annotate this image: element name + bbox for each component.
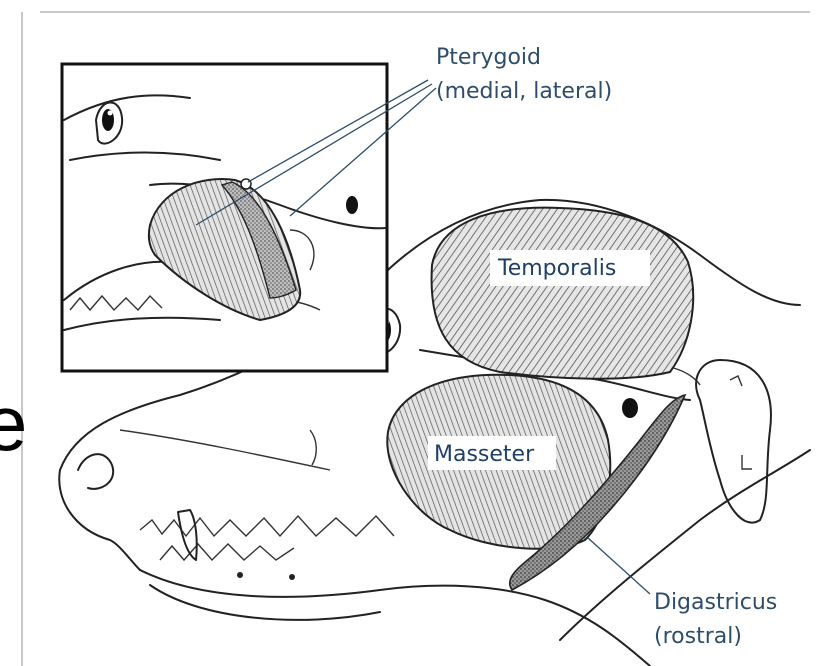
pterygoid-sub-label: (medial, lateral) bbox=[436, 79, 612, 104]
chin bbox=[150, 585, 380, 620]
nose bbox=[78, 454, 113, 489]
cropped-letter: e bbox=[0, 379, 27, 467]
temporalis-muscle bbox=[432, 208, 694, 379]
ear-canal bbox=[622, 398, 638, 418]
pterygoid-label: Pterygoid bbox=[436, 45, 541, 70]
masseter-label: Masseter bbox=[434, 442, 535, 467]
chin-dot-1 bbox=[237, 572, 243, 578]
lip-line bbox=[120, 430, 330, 470]
snout-outline bbox=[59, 470, 140, 570]
digastricus-sub-label: (rostral) bbox=[654, 624, 742, 649]
ear-mark bbox=[742, 455, 752, 469]
muzzle-mark bbox=[310, 430, 316, 465]
digastricus-label: Digastricus bbox=[654, 590, 777, 615]
temporalis-label: Temporalis bbox=[497, 256, 616, 281]
inset-diagram bbox=[62, 64, 387, 371]
lower-teeth bbox=[160, 544, 294, 560]
chin-dot-2 bbox=[289, 574, 295, 580]
lower-jaw bbox=[140, 570, 650, 666]
inset-ear-canal bbox=[346, 196, 358, 214]
